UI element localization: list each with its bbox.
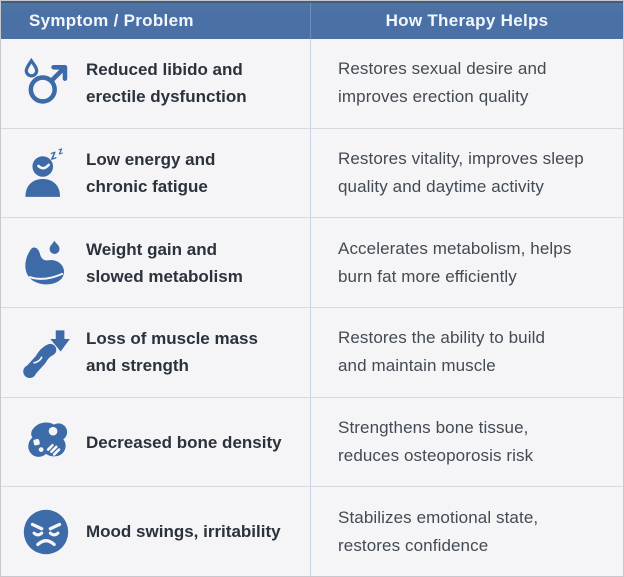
therapy-label: Strengthens bone tissue, reduces osteopo… [338,418,534,466]
header-symptom-column: Symptom / Problem [29,11,194,30]
symptom-cell: Reduced libido and erectile dysfunction [1,39,310,128]
therapy-cell: Accelerates metabolism, helps burn fat m… [310,218,623,308]
bicep-flame-metabolism-icon [17,237,75,289]
symptom-label: Reduced libido and erectile dysfunction [86,60,247,107]
therapy-cell: Restores vitality, improves sleep qualit… [310,128,623,218]
therapy-cell: Strengthens bone tissue, reduces osteopo… [310,397,623,487]
symptom-label: Loss of muscle mass and strength [86,329,258,376]
table-row: Reduced libido and erectile dysfunction … [1,39,623,128]
male-symbol-droplet-icon [17,57,75,109]
symptom-cell: Mood swings, irritability [1,487,310,576]
symptom-cell: z z Low energy and chronic fatigue [1,129,310,218]
angry-face-icon [17,506,75,558]
table-row: z z Low energy and chronic fatigue Resto… [1,127,623,218]
table-row: Loss of muscle mass and strength Restore… [1,307,623,397]
header-therapy-column: How Therapy Helps [310,3,623,39]
symptom-cell: Decreased bone density [1,398,310,487]
svg-text:z: z [56,147,65,158]
therapy-label: Restores vitality, improves sleep qualit… [338,149,584,196]
therapy-cell: Stabilizes emotional state, restores con… [310,487,623,576]
symptom-label: Decreased bone density [86,432,282,452]
table-row: Decreased bone density Strengthens bone … [1,396,623,487]
therapy-cell: Restores sexual desire and improves erec… [310,39,623,128]
therapy-label: Restores sexual desire and improves erec… [338,59,547,107]
table-row: Mood swings, irritability Stabilizes emo… [1,486,623,576]
therapy-label: Restores the ability to build and mainta… [338,328,546,376]
table-header-row: Symptom / Problem How Therapy Helps [1,1,623,39]
therapy-cell: Restores the ability to build and mainta… [310,308,623,397]
table-row: Weight gain and slowed metabolism Accele… [1,217,623,308]
symptom-label: Mood swings, irritability [86,522,281,542]
sleepy-person-fatigue-icon: z z [17,147,75,199]
therapy-label: Stabilizes emotional state, restores con… [338,507,539,555]
muscle-loss-down-arrow-icon [17,326,75,379]
symptom-label: Low energy and chronic fatigue [86,150,216,196]
symptom-cell: Loss of muscle mass and strength [1,308,310,397]
therapy-label: Accelerates metabolism, helps burn fat m… [338,238,572,286]
porous-bone-icon [17,416,75,468]
symptom-cell: Weight gain and slowed metabolism [1,218,310,307]
symptom-label: Weight gain and slowed metabolism [86,239,243,286]
